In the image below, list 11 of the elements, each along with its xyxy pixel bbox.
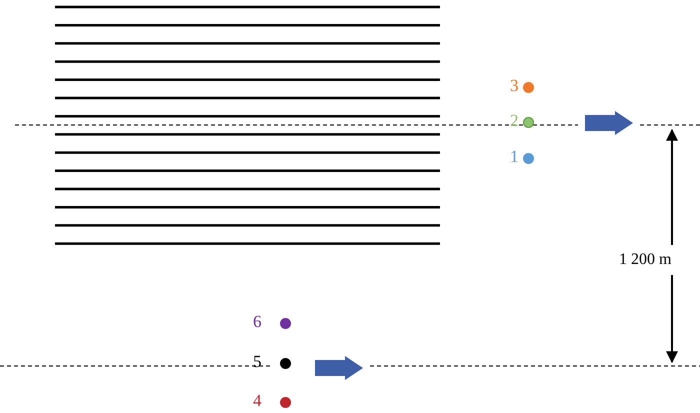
point-number: 1 [510,148,518,165]
point-marker [280,358,290,368]
point-number: 2 [510,112,518,129]
point-marker [522,82,534,92]
point-number: 6 [253,313,262,330]
point-number: 4 [253,392,262,409]
point-marker [280,396,290,408]
point-marker [280,318,290,328]
point-marker [522,152,534,164]
point-marker [522,116,534,128]
point-number: 3 [510,77,518,94]
